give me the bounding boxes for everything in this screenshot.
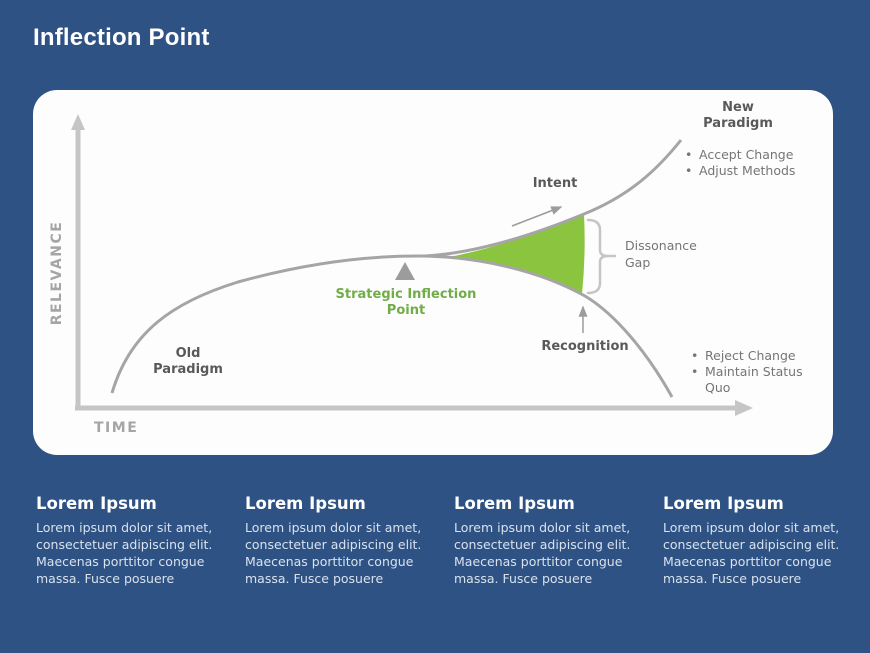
column-heading: Lorem Ipsum <box>663 494 784 513</box>
diagram-card: New Paradigm Accept Change Adjust Method… <box>33 90 833 455</box>
y-axis-label: RELEVANCE <box>49 220 65 326</box>
list-item: Maintain Status Quo <box>690 364 805 396</box>
lorem-column: Lorem Ipsum Lorem ipsum dolor sit amet, … <box>663 494 845 587</box>
intent-label: Intent <box>532 176 578 191</box>
lorem-column: Lorem Ipsum Lorem ipsum dolor sit amet, … <box>36 494 218 587</box>
old-paradigm-label: Old Paradigm <box>153 346 223 377</box>
list-item: Adjust Methods <box>684 163 795 179</box>
column-body: Lorem ipsum dolor sit amet, consectetuer… <box>245 520 422 586</box>
lorem-columns: Lorem Ipsum Lorem ipsum dolor sit amet, … <box>36 494 845 587</box>
list-item: Reject Change <box>690 348 805 364</box>
lorem-column: Lorem Ipsum Lorem ipsum dolor sit amet, … <box>454 494 636 587</box>
x-axis-label: TIME <box>94 420 139 436</box>
inflection-point-marker <box>395 262 415 280</box>
dissonance-gap-label: Dissonance Gap <box>625 238 697 270</box>
new-paradigm-label: New Paradigm <box>703 100 773 131</box>
column-heading: Lorem Ipsum <box>36 494 157 513</box>
strategic-inflection-point-label: Strategic Inflection Point <box>335 287 477 318</box>
new-paradigm-bullet-list: Accept Change Adjust Methods <box>684 147 795 179</box>
slide-title: Inflection Point <box>33 24 210 51</box>
column-heading: Lorem Ipsum <box>454 494 575 513</box>
recognition-label: Recognition <box>541 339 629 354</box>
column-heading: Lorem Ipsum <box>245 494 366 513</box>
list-item: Accept Change <box>684 147 795 163</box>
lorem-column: Lorem Ipsum Lorem ipsum dolor sit amet, … <box>245 494 427 587</box>
diagram-canvas <box>71 114 753 416</box>
dissonance-gap-wedge <box>451 214 585 294</box>
old-paradigm-bullet-list: Reject Change Maintain Status Quo <box>690 348 805 396</box>
new-paradigm-curve <box>424 139 683 258</box>
column-body: Lorem ipsum dolor sit amet, consectetuer… <box>454 520 631 586</box>
intent-arrow <box>511 206 563 227</box>
x-axis-arrow-icon <box>735 400 753 416</box>
old-paradigm-curve <box>110 254 674 398</box>
dissonance-gap-bracket <box>586 218 617 295</box>
column-body: Lorem ipsum dolor sit amet, consectetuer… <box>663 520 840 586</box>
y-axis-arrow-icon <box>71 114 85 130</box>
column-body: Lorem ipsum dolor sit amet, consectetuer… <box>36 520 213 586</box>
